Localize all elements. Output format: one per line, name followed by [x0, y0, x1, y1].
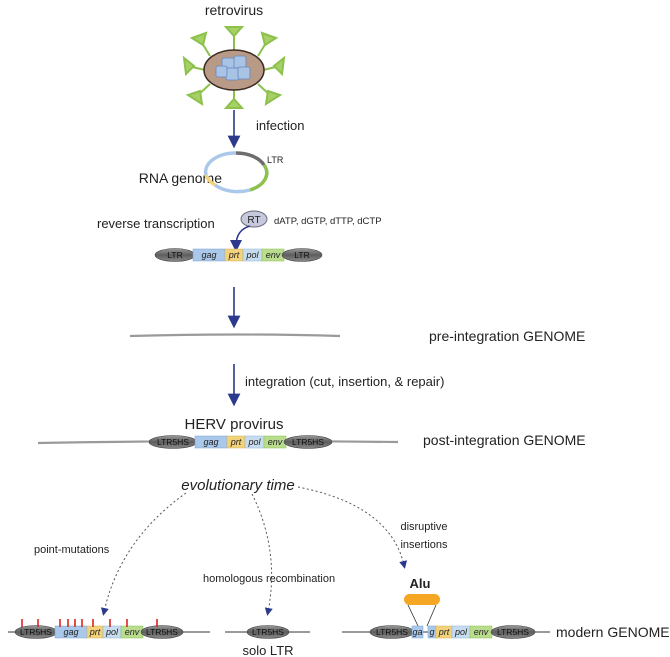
segment-prt-label: prt — [89, 627, 101, 637]
segment-ltr5hs-right-label: LTR5HS — [497, 627, 529, 637]
alu-label: Alu — [410, 576, 431, 591]
rna-genome-ring — [203, 151, 269, 194]
segment-prt-label: prt — [230, 437, 242, 447]
segment-ltr5hs-right — [283, 435, 333, 449]
rt-label: RT — [247, 215, 260, 226]
segment-env-label: env — [125, 627, 140, 637]
pre-integration-genome-line — [129, 333, 341, 338]
pre-integration-genome-label: pre-integration GENOME — [429, 328, 585, 344]
segment-gag-label: gag — [63, 627, 78, 637]
segment-gag-label: gag — [203, 437, 218, 447]
segment-gag-part1 — [411, 625, 424, 639]
point-mutations-label: point-mutations — [34, 544, 110, 556]
segment-prt-label: prt — [438, 627, 450, 637]
reverse-transcription-label: reverse transcription — [97, 216, 215, 231]
disruptive-label-line1: disruptive — [400, 521, 447, 533]
recombination-path — [251, 493, 273, 616]
evolutionary-time-label: evolutionary time — [181, 477, 294, 494]
homologous-recombination-label: homologous recombination — [203, 573, 335, 585]
segment-pol-label: pol — [245, 250, 259, 260]
segment-gag-part1-label: ga — [412, 627, 422, 637]
segment-ltr5hs-left-label: LTR5HS — [157, 437, 189, 447]
solo-ltr: LTR5HS — [246, 625, 290, 639]
segment-pol-label: pol — [247, 437, 261, 447]
segment-ltr5hs-right-label: LTR5HS — [146, 627, 178, 637]
segment-env-label: env — [474, 627, 489, 637]
post-integration-genome-label: post-integration GENOME — [423, 432, 586, 448]
rt-arrow — [230, 225, 251, 252]
segment-solo-ltr5hs — [246, 625, 290, 639]
retrovirus-icon — [182, 26, 286, 109]
rt-enzyme: RT — [240, 210, 268, 228]
segment-env-label: env — [266, 250, 281, 260]
mutation-marks — [21, 619, 158, 627]
nucleotides-label: dATP, dGTP, dTTP, dCTP — [274, 216, 382, 227]
solo-ltr-label: solo LTR — [242, 643, 293, 657]
alu-element — [404, 594, 440, 605]
disruptive-label-line2: insertions — [400, 539, 448, 551]
segment-ltr5hs-right — [140, 625, 184, 639]
dna-provirus: LTR gag prt pol env LTR — [154, 248, 323, 262]
segment-ltr-right — [281, 248, 323, 262]
segment-ltr5hs-left-label: LTR5HS — [20, 627, 52, 637]
insertion-path — [297, 486, 407, 569]
segment-ltr5hs-left-label: LTR5HS — [376, 627, 408, 637]
ring-ltr-label: LTR — [267, 155, 284, 165]
segment-ltr-right-label: LTR — [294, 250, 309, 260]
alu-insertion: Alu LTR5HS ga g prt pol env LTR5HS — [369, 576, 536, 639]
rna-genome-label: RNA genome — [139, 170, 222, 186]
mutated-herv: LTR5HS gag prt pol env LTR5HS — [14, 619, 184, 639]
herv-provirus-label: HERV provirus — [185, 416, 284, 433]
segment-prt-label: prt — [228, 250, 240, 260]
segment-ltr-left-label: LTR — [167, 250, 182, 260]
infection-label: infection — [256, 118, 304, 133]
segment-gag-part2-label: g — [429, 627, 434, 637]
segment-env-label: env — [268, 437, 283, 447]
modern-genome-label: modern GENOME — [556, 624, 670, 640]
segment-ltr5hs-right — [490, 625, 536, 639]
point-mutation-path — [100, 492, 187, 616]
segment-pol-label: pol — [454, 627, 468, 637]
herv-provirus: LTR5HS gag prt pol env LTR5HS — [148, 435, 333, 449]
retrovirus-label: retrovirus — [205, 2, 263, 18]
segment-ltr5hs-right-label: LTR5HS — [292, 437, 324, 447]
segment-gag-label: gag — [201, 250, 216, 260]
integration-label: integration (cut, insertion, & repair) — [245, 374, 444, 389]
segment-pol-label: pol — [105, 627, 119, 637]
segment-solo-ltr5hs-label: LTR5HS — [252, 627, 284, 637]
